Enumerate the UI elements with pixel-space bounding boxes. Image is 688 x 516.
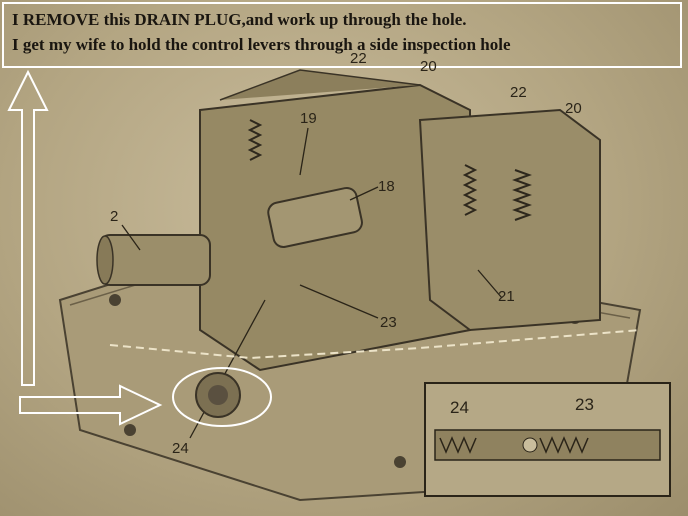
callout-24: 24 [172, 440, 189, 457]
callout-22-top: 22 [350, 50, 367, 67]
caption-line-1: I REMOVE this DRAIN PLUG,and work up thr… [12, 10, 467, 29]
callout-19: 19 [300, 110, 317, 127]
caption-box: I REMOVE this DRAIN PLUG,and work up thr… [2, 2, 682, 68]
callout-2: 2 [110, 208, 119, 225]
callout-20-right: 20 [565, 100, 582, 117]
callout-21: 21 [498, 288, 515, 305]
inset-label-23: 23 [575, 395, 594, 414]
right-arrow-icon [19, 384, 163, 426]
callout-18: 18 [378, 178, 395, 195]
callout-23: 23 [380, 314, 397, 331]
up-arrow-icon [7, 69, 49, 386]
caption-line-2: I get my wife to hold the control levers… [12, 35, 511, 54]
callout-20-top: 20 [420, 58, 437, 75]
callout-22-right: 22 [510, 84, 527, 101]
inset-label-24: 24 [450, 398, 469, 417]
drain-plug-highlight-circle [172, 367, 272, 427]
